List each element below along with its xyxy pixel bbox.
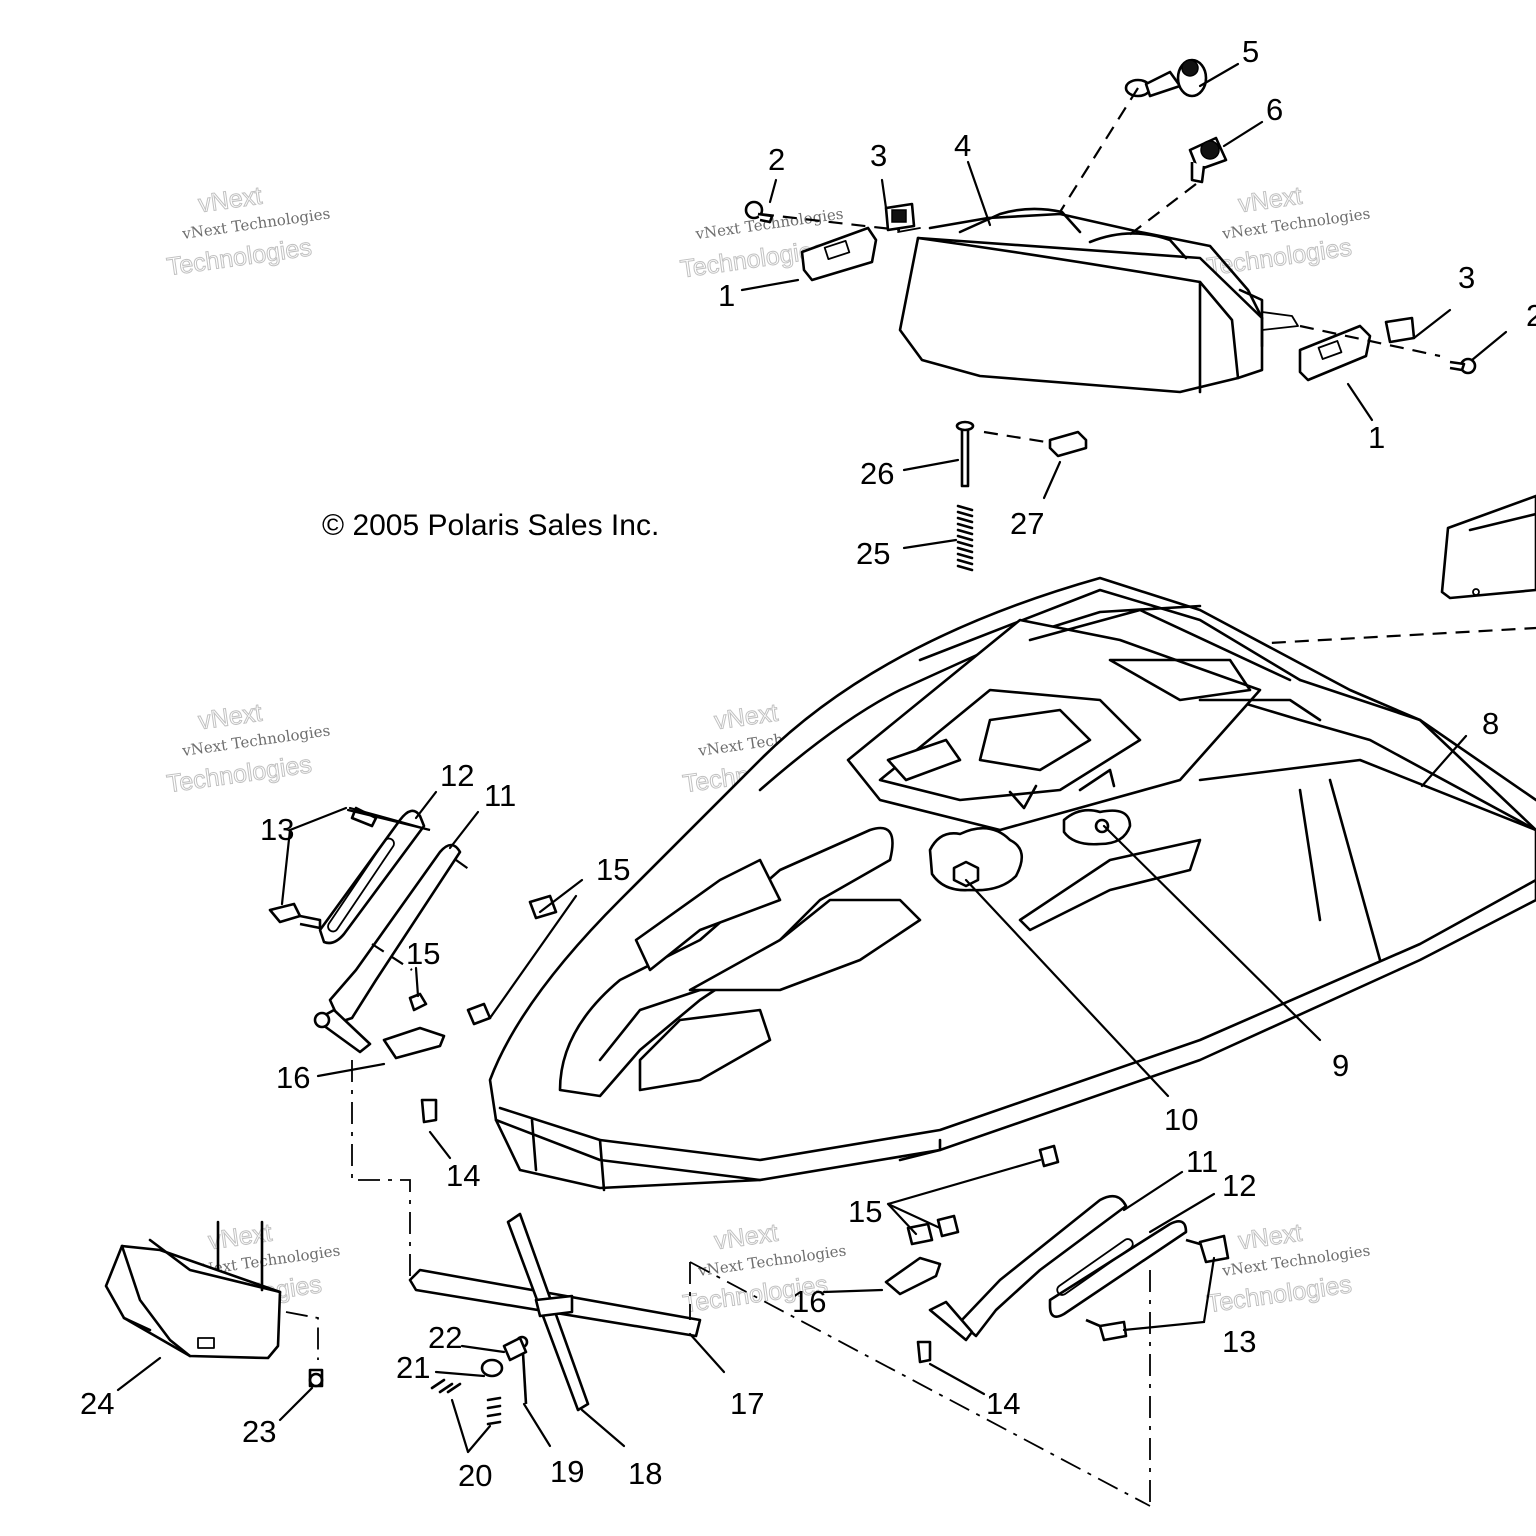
callout-16-left: 16 <box>276 1060 310 1095</box>
callout-11-right: 11 <box>1186 1144 1218 1179</box>
hinge-left <box>268 806 558 1124</box>
svg-text:vNext: vNext <box>1237 182 1304 219</box>
callout-13-left: 13 <box>260 812 294 847</box>
callout-16-right: 16 <box>792 1284 826 1319</box>
headlight-bulb <box>1188 136 1228 184</box>
callout-5: 5 <box>1242 34 1259 69</box>
callout-23: 23 <box>242 1414 276 1449</box>
latch-hardware <box>430 1335 529 1426</box>
bumper-fragment <box>104 1220 324 1388</box>
callout-12-left: 12 <box>440 758 474 793</box>
callout-1-left: 1 <box>718 278 735 313</box>
callout-24: 24 <box>80 1386 114 1421</box>
callout-6: 6 <box>1266 92 1283 127</box>
callout-14-left: 14 <box>446 1158 480 1193</box>
pivot-rod-spring <box>902 420 1088 572</box>
callout-27: 27 <box>1010 506 1044 541</box>
callout-20: 20 <box>458 1458 492 1493</box>
callout-4: 4 <box>954 128 971 163</box>
svg-text:vNext: vNext <box>713 699 780 736</box>
callout-18: 18 <box>628 1456 662 1491</box>
watermark-mid-left: vNext vNext Technologies Technologies <box>165 698 332 799</box>
callout-22: 22 <box>428 1320 462 1355</box>
svg-text:vNext: vNext <box>207 1219 274 1256</box>
callout-21: 21 <box>396 1350 430 1385</box>
callout-12-right: 12 <box>1222 1168 1256 1203</box>
callout-13-right: 13 <box>1222 1324 1256 1359</box>
callout-3-right: 3 <box>1458 260 1475 295</box>
hood-assembly <box>488 576 1536 1192</box>
callout-26: 26 <box>860 456 894 491</box>
callout-9: 9 <box>1332 1048 1349 1083</box>
copyright-notice: © 2005 Polaris Sales Inc. <box>322 509 659 542</box>
callout-2-left: 2 <box>768 142 785 177</box>
callout-11-left: 11 <box>484 778 516 813</box>
hinge-right <box>884 1144 1230 1364</box>
callout-15-right: 15 <box>848 1194 882 1229</box>
watermark-bottom-right: vNext vNext Technologies Technologies <box>1205 1218 1372 1319</box>
callout-19: 19 <box>550 1454 584 1489</box>
callout-2-right: 2 <box>1526 298 1536 333</box>
svg-text:vNext: vNext <box>1237 1219 1304 1256</box>
callout-17: 17 <box>730 1386 764 1421</box>
svg-text:vNext: vNext <box>713 1219 780 1256</box>
watermark-top-right: vNext vNext Technologies Technologies <box>1205 181 1372 282</box>
svg-text:vNext: vNext <box>197 699 264 736</box>
callout-14-right: 14 <box>986 1386 1020 1421</box>
callout-15-mid: 15 <box>406 936 440 971</box>
callout-labels: 5 6 2 3 4 3 2 1 1 26 27 25 8 12 11 13 15… <box>80 34 1536 1493</box>
callout-15-top: 15 <box>596 852 630 887</box>
headlight-bracket-left <box>744 200 916 282</box>
callout-25: 25 <box>856 536 890 571</box>
svg-text:vNext: vNext <box>197 182 264 219</box>
bumper-bar-assembly <box>408 1212 702 1412</box>
callout-8: 8 <box>1482 706 1499 741</box>
callout-3-left: 3 <box>870 138 887 173</box>
bulb-socket <box>1124 58 1208 98</box>
callout-10: 10 <box>1164 1102 1198 1137</box>
headlight-bracket-right <box>1298 316 1477 382</box>
watermark-top-left: vNext vNext Technologies Technologies <box>165 181 332 282</box>
side-panel-fragment <box>1440 494 1536 600</box>
callout-1-right: 1 <box>1368 420 1385 455</box>
